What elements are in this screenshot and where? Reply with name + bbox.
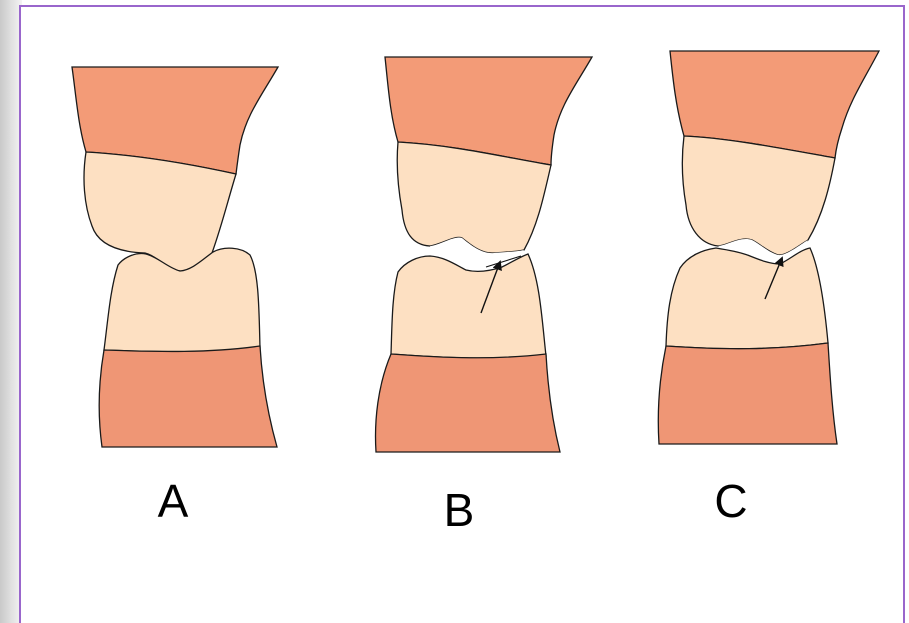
panel-b-label: B xyxy=(419,487,499,533)
panel-a-label: A xyxy=(133,478,213,524)
panel-b-lower-gum xyxy=(376,354,560,452)
panel-c-upper-tooth xyxy=(682,136,835,255)
panel-c-lower-tooth xyxy=(666,248,828,349)
panel-b xyxy=(376,57,592,452)
panel-a-lower-gum xyxy=(99,346,277,447)
panel-c xyxy=(658,51,879,444)
panel-a xyxy=(72,67,278,447)
panel-c-label: C xyxy=(691,478,771,524)
panel-b-lower-tooth xyxy=(391,254,546,358)
panel-c-lower-gum xyxy=(658,343,837,444)
